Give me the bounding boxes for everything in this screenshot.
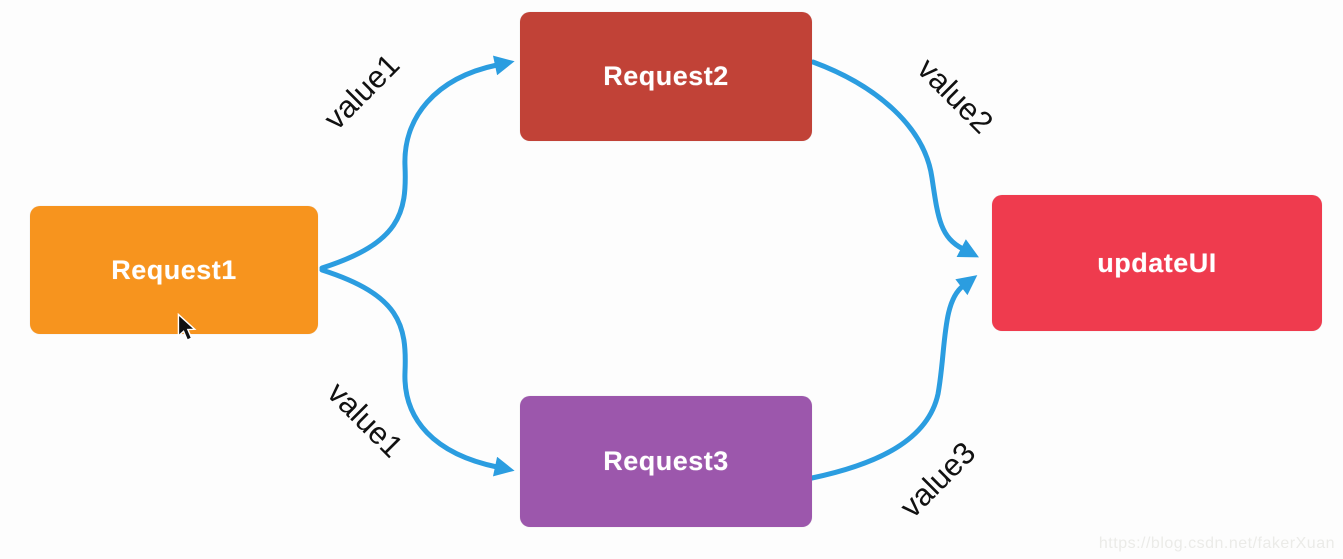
node-updateui: updateUI (992, 195, 1322, 331)
edge-request3-to-updateui (809, 275, 978, 481)
node-request3-label: Request3 (603, 446, 729, 476)
edge-label-value1-bottom: value1 (320, 374, 411, 465)
edge-label-value2: value2 (910, 50, 1001, 141)
edge-request1-to-request3 (319, 267, 515, 477)
node-request1-label: Request1 (111, 254, 237, 285)
edge-label-value1-top: value1 (316, 46, 407, 137)
watermark-url: https://blog.csdn.net/fakerXuan (1098, 535, 1335, 552)
node-updateui-label: updateUI (1097, 247, 1217, 278)
mouse-cursor-icon (177, 313, 197, 342)
edge-label-value3: value3 (892, 434, 983, 525)
node-request3: Request3 (520, 396, 812, 527)
node-request2-label: Request2 (603, 61, 729, 91)
node-request1: Request1 (30, 206, 318, 334)
node-request2: Request2 (520, 12, 812, 141)
